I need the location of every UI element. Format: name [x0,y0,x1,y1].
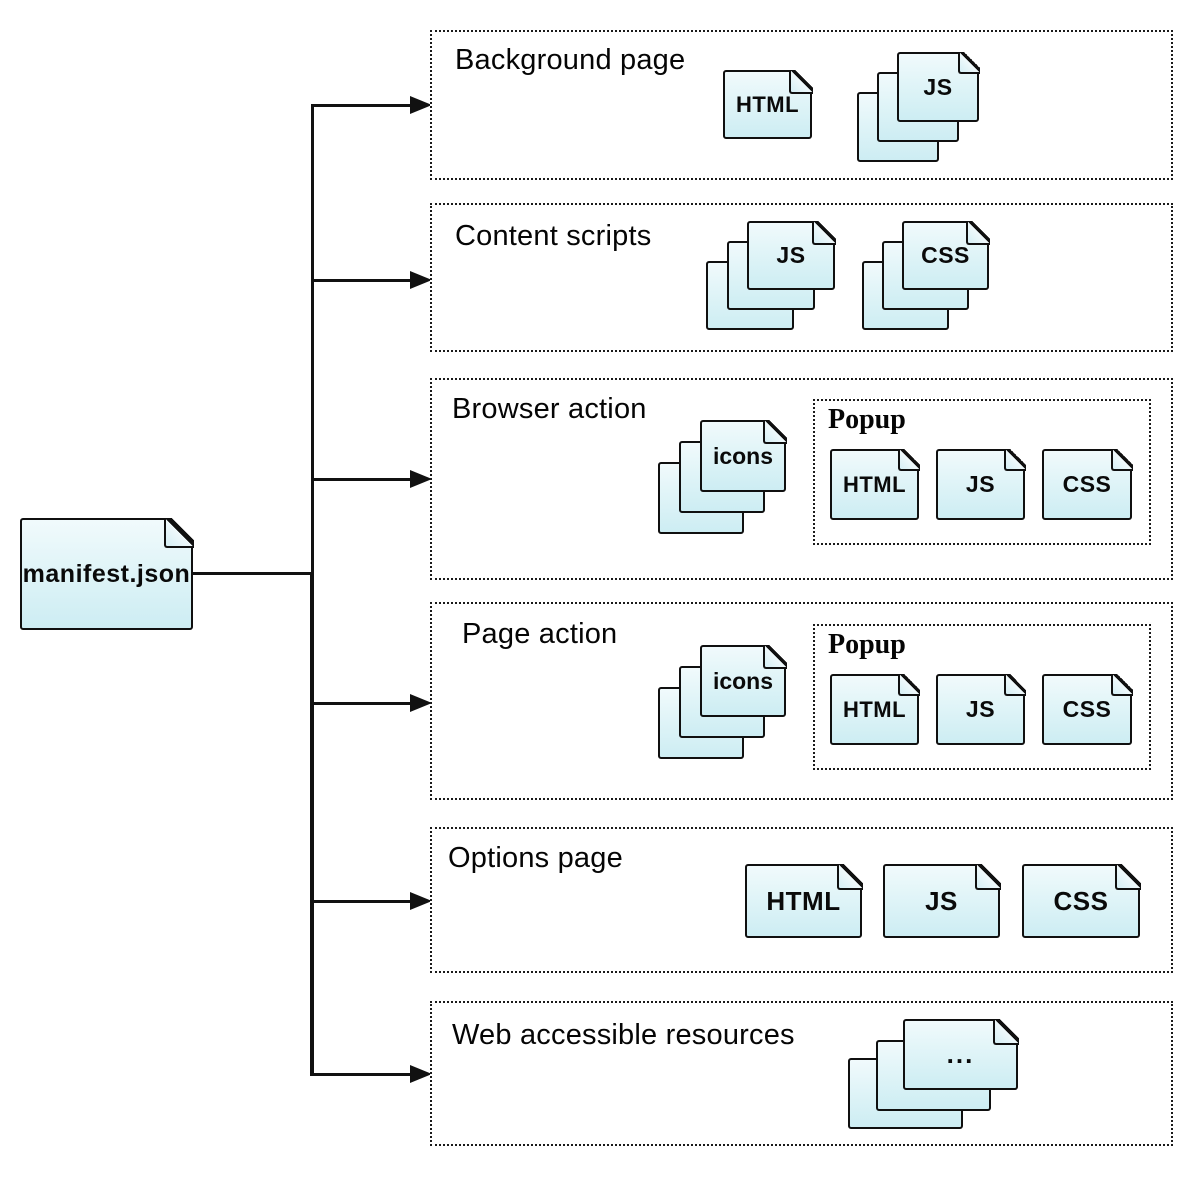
branch-line-content [313,279,412,282]
manifest-label: manifest.json [22,559,191,588]
section-label: Web accessible resources [452,1019,795,1051]
section-label: Options page [448,842,623,874]
folded-corner-icon [965,220,990,245]
file-icon-css: CSS [1022,863,1141,938]
folded-corner-icon [163,517,194,548]
folded-corner-icon [957,51,980,74]
branch-arrow-icon [410,271,432,289]
section-label: Page action [462,618,618,650]
file-icon-js: JS [883,863,1001,938]
branch-arrow-icon [410,1065,432,1083]
branch-line-page-action [313,702,412,705]
folded-corner-icon [897,448,920,471]
folded-corner-icon [836,863,863,890]
folded-corner-icon [974,863,1001,890]
folded-corner-icon [811,220,836,245]
file-icon-icons-stack: icons [700,419,787,492]
file-icon-css-stack: CSS [902,220,990,290]
connector-trunk-upper [311,104,314,574]
file-icon-css: CSS [1042,673,1133,745]
folded-corner-icon [762,644,787,669]
branch-arrow-icon [410,892,432,910]
folded-corner-icon [1114,863,1141,890]
connector-trunk-lower [310,572,314,1076]
branch-line-web-accessible [313,1073,412,1076]
file-icon-js: JS [936,448,1026,520]
branch-line-browser-action [313,478,412,481]
file-icon-html: HTML [745,863,863,938]
file-icon-js: JS [936,673,1026,745]
popup-label: Popup [828,629,906,660]
file-icon-html: HTML [830,448,920,520]
folded-corner-icon [1110,673,1133,696]
folded-corner-icon [762,419,787,444]
branch-arrow-icon [410,96,432,114]
section-label: Content scripts [455,220,652,252]
folded-corner-icon [1110,448,1133,471]
folded-corner-icon [788,69,813,94]
file-icon-css: CSS [1042,448,1133,520]
popup-group [813,624,1151,770]
connector-manifest [193,572,313,575]
popup-group [813,399,1151,545]
file-icon-js-stack: JS [897,51,980,122]
branch-arrow-icon [410,694,432,712]
file-icon-html: HTML [830,673,920,745]
branch-line-background [313,104,412,107]
manifest-file: manifest.json [20,517,194,630]
section-label: Browser action [452,393,647,425]
folded-corner-icon [1003,673,1026,696]
section-label: Background page [455,44,686,76]
file-icon-js-stack: JS [747,220,836,290]
file-icon-html: HTML [723,69,813,139]
popup-label: Popup [828,404,906,435]
branch-line-options [313,900,412,903]
branch-arrow-icon [410,470,432,488]
section-web-accessible-resources [430,1001,1173,1146]
folded-corner-icon [1003,448,1026,471]
file-icon-resources-stack: ... [903,1018,1019,1090]
folded-corner-icon [897,673,920,696]
folded-corner-icon [992,1018,1019,1045]
file-icon-icons-stack: icons [700,644,787,717]
